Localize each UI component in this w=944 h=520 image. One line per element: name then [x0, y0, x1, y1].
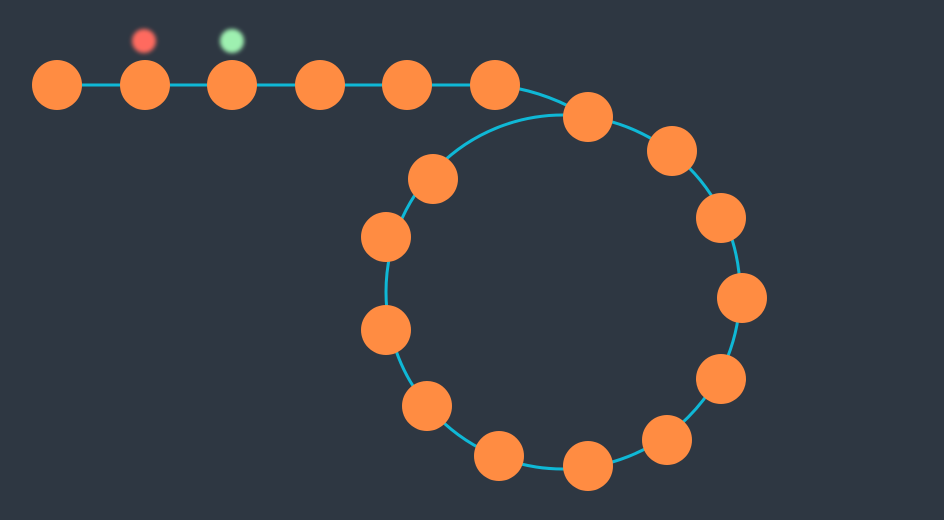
node — [563, 92, 613, 142]
node — [207, 60, 257, 110]
node — [474, 431, 524, 481]
red-indicator-icon — [132, 29, 156, 53]
green-indicator-icon — [220, 29, 244, 53]
node — [361, 212, 411, 262]
node — [563, 441, 613, 491]
node — [717, 273, 767, 323]
node — [696, 193, 746, 243]
node — [382, 60, 432, 110]
node — [696, 354, 746, 404]
node — [470, 60, 520, 110]
node — [642, 415, 692, 465]
node — [402, 381, 452, 431]
node — [120, 60, 170, 110]
node — [408, 154, 458, 204]
node — [361, 305, 411, 355]
node — [647, 126, 697, 176]
node — [32, 60, 82, 110]
node — [295, 60, 345, 110]
